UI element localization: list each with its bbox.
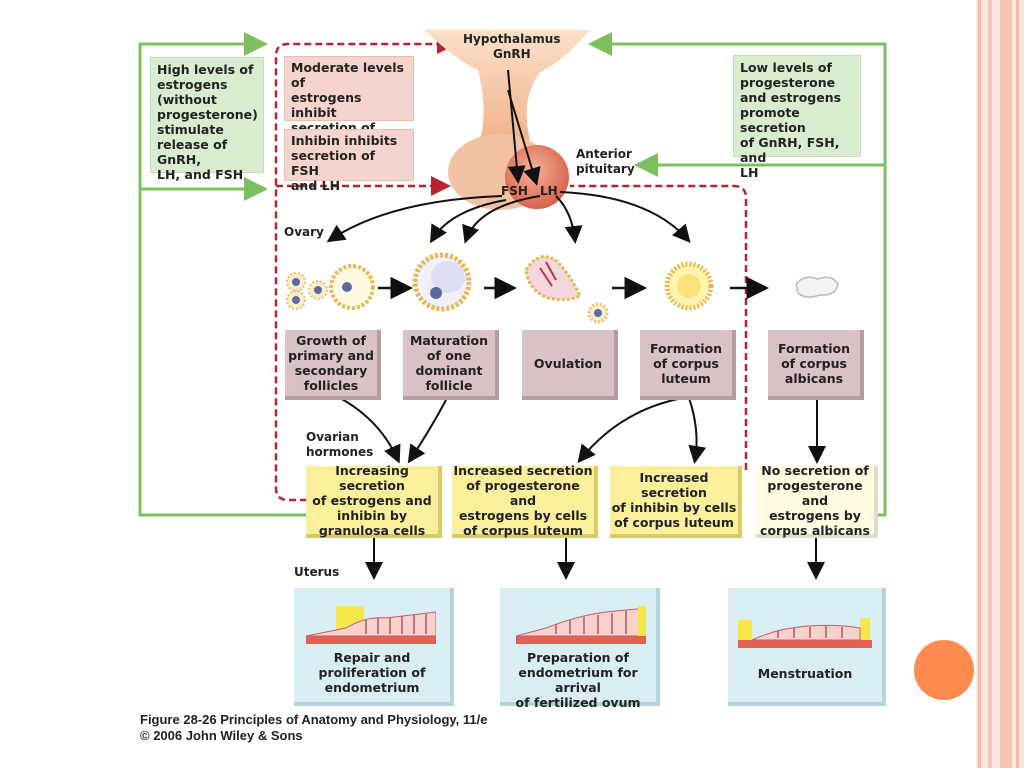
low-levels-box: Low levels of progesterone and estrogens…: [733, 55, 861, 180]
high-estrogen-text: High levels of estrogens (without proges…: [157, 62, 258, 182]
ovulation-follicle: [524, 255, 609, 324]
fsh-label: FSH: [501, 184, 528, 198]
uterus-panel-repair: Repair and proliferation of endometrium: [294, 588, 454, 706]
hormone-inhibin-text: Increased secretion of inhibin by cells …: [611, 470, 737, 530]
endometrium-thin-illustration: [306, 606, 436, 644]
endometrium-shedding-illustration: [738, 618, 872, 648]
hormone-estrogen-inhibin-box: Increasing secretion of estrogens and in…: [306, 462, 442, 538]
high-estrogen-box: High levels of estrogens (without proges…: [150, 57, 264, 182]
dominant-follicle: [412, 252, 472, 312]
uterus-label: Uterus: [294, 565, 340, 579]
stage-corpus-luteum-box: Formation of corpus luteum: [640, 330, 736, 400]
inhibin-text: Inhibin inhibits secretion of FSH and LH: [291, 133, 398, 193]
hormone-none-text: No secretion of progesterone and estroge…: [760, 462, 870, 538]
uterus-panel-preparation: Preparation of endometrium for arrival o…: [500, 588, 660, 710]
inhibin-box: Inhibin inhibits secretion of FSH and LH: [284, 129, 414, 193]
hormone-progesterone-box: Increased secretion of progesterone and …: [452, 462, 598, 538]
moderate-estrogen-box: Moderate levels of estrogens inhibit sec…: [284, 56, 414, 165]
stage-growth-text: Growth of primary and secondary follicle…: [288, 333, 374, 393]
figure-caption-line2: © 2006 John Wiley & Sons: [140, 728, 303, 743]
green-loop-right: [588, 32, 887, 517]
corpus-albicans: [795, 276, 839, 298]
uterus-repair-caption: Repair and proliferation of endometrium: [318, 650, 426, 695]
stage-corpus-albicans-text: Formation of corpus albicans: [778, 340, 850, 386]
side-stripes: [976, 0, 1024, 768]
hormone-estrogen-inhibin-text: Increasing secretion of estrogens and in…: [312, 462, 432, 538]
stage-maturation-text: Maturation of one dominant follicle: [409, 333, 489, 393]
stage-maturation-box: Maturation of one dominant follicle: [403, 330, 499, 400]
primary-follicles: [286, 264, 375, 310]
red-inhibit-left: [274, 34, 457, 502]
stage-growth-box: Growth of primary and secondary follicle…: [285, 330, 381, 400]
green-loop-left: [138, 32, 307, 517]
stage-corpus-albicans-box: Formation of corpus albicans: [768, 330, 864, 400]
orange-dot: [914, 640, 974, 700]
ovarian-hormones-label: Ovarian hormones: [306, 430, 374, 459]
uterus-menstruation-caption: Menstruation: [757, 666, 853, 681]
red-inhibit-loop: [570, 184, 748, 470]
hormone-none-box: No secretion of progesterone and estroge…: [756, 462, 878, 538]
stage-ovulation-text: Ovulation: [533, 355, 603, 371]
uterus-panel-menstruation: Menstruation: [728, 588, 886, 706]
lh-label: LH: [540, 184, 558, 198]
gnrh-label: GnRH: [493, 47, 531, 61]
hormone-progesterone-text: Increased secretion of progesterone and …: [453, 462, 593, 538]
ovary-label: Ovary: [284, 225, 324, 239]
anterior-pituitary-label: Anterior pituitary: [576, 147, 635, 176]
hypothalamus-label: Hypothalamus: [463, 32, 561, 46]
stage-corpus-luteum-text: Formation of corpus luteum: [650, 340, 722, 386]
hormone-inhibin-box: Increased secretion of inhibin by cells …: [610, 466, 742, 538]
low-levels-text: Low levels of progesterone and estrogens…: [740, 60, 842, 180]
corpus-luteum: [664, 261, 714, 311]
endometrium-thick-illustration: [516, 606, 646, 644]
uterus-preparation-caption: Preparation of endometrium for arrival o…: [515, 650, 641, 710]
stage-ovulation-box: Ovulation: [522, 330, 618, 400]
hypothalamus-shape: [425, 30, 590, 140]
figure-caption-line1: Figure 28-26 Principles of Anatomy and P…: [140, 712, 488, 727]
